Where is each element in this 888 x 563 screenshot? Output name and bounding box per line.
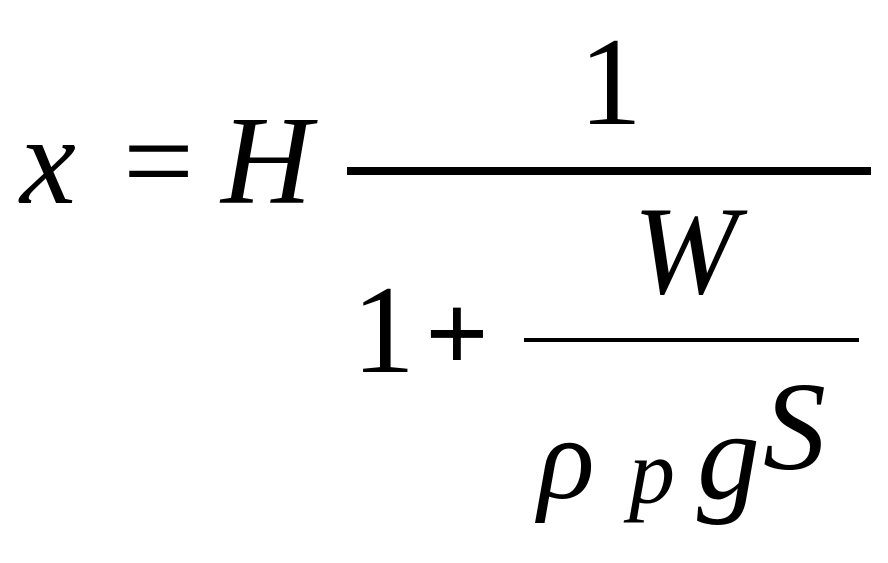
variable-x: x xyxy=(18,92,76,231)
variable-g: g xyxy=(697,387,760,526)
denominator-one: 1 xyxy=(352,261,415,400)
plus-sign: + xyxy=(425,272,489,396)
subscript-p: p xyxy=(623,421,675,523)
variable-w: W xyxy=(633,182,748,321)
variable-h: H xyxy=(219,92,318,231)
outer-numerator-one: 1 xyxy=(579,13,642,152)
equals-sign: = xyxy=(123,92,194,231)
variable-s: S xyxy=(763,358,826,497)
variable-rho: ρ xyxy=(535,393,595,524)
